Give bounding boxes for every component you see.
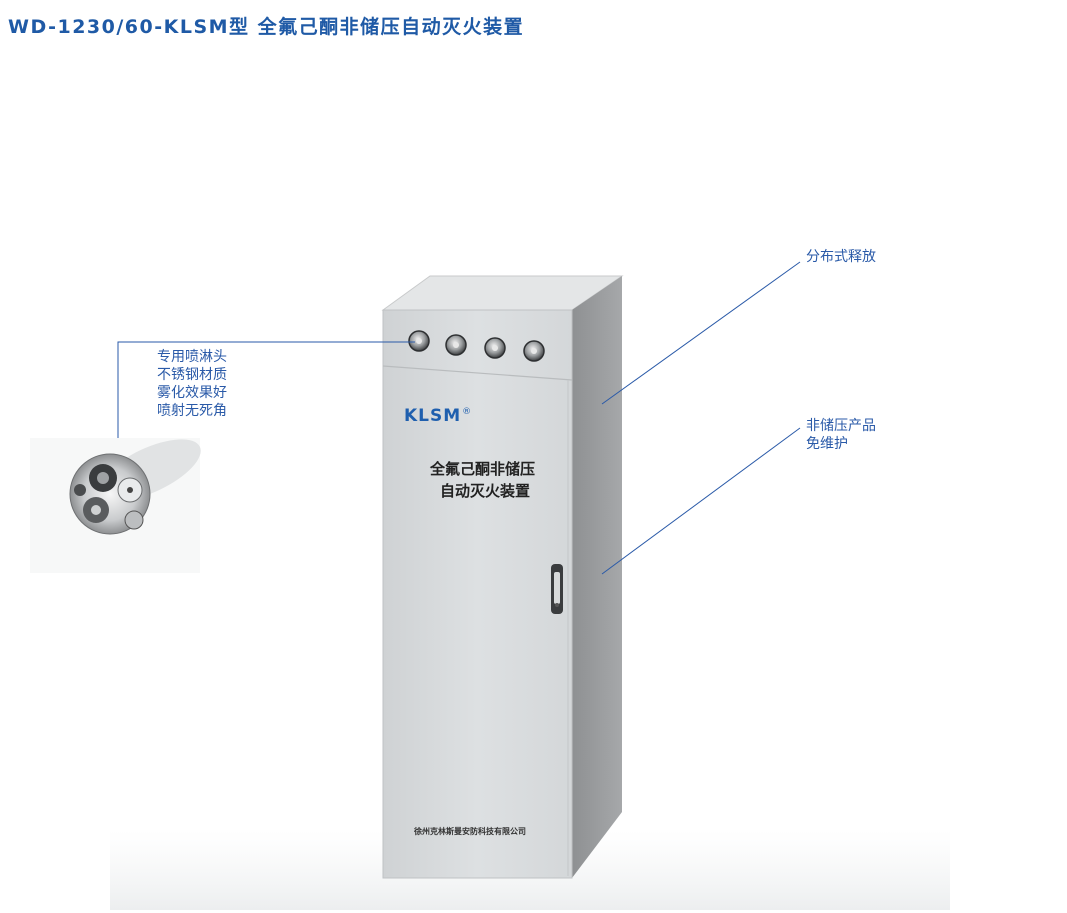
cabinet-nozzle bbox=[445, 334, 467, 356]
cabinet-nozzle bbox=[523, 340, 545, 362]
cabinet-side bbox=[572, 276, 622, 878]
cabinet-company-name: 徐州克林斯曼安防科技有限公司 bbox=[414, 827, 526, 836]
callout-nozzle-line3: 雾化效果好 bbox=[157, 385, 227, 401]
callout-release: 分布式释放 bbox=[806, 248, 876, 266]
cabinet-product-name-line1: 全氟己酮非储压 bbox=[430, 460, 536, 478]
callout-release-line1: 分布式释放 bbox=[806, 249, 876, 265]
cabinet-panel-seam bbox=[382, 365, 573, 381]
callout-nozzle-line4: 喷射无死角 bbox=[157, 403, 227, 419]
cabinet-brand-text: KLSM bbox=[404, 406, 462, 426]
cabinet-product-name-line2: 自动灭火装置 bbox=[440, 482, 531, 500]
callout-nonpressure-line2: 免维护 bbox=[806, 436, 848, 452]
callout-line-nonpressure bbox=[601, 427, 801, 575]
callout-nonpressure: 非储压产品 免维护 bbox=[806, 417, 876, 453]
registered-mark: ® bbox=[462, 407, 473, 418]
page-title: WD-1230/60-KLSM型 全氟己酮非储压自动灭火装置 bbox=[8, 16, 525, 38]
cabinet-nozzle bbox=[408, 330, 430, 352]
cabinet-front bbox=[382, 309, 573, 879]
callout-line-nozzle bbox=[117, 341, 415, 438]
nozzle-closeup-image bbox=[30, 438, 201, 573]
callout-line-release bbox=[601, 261, 801, 405]
cabinet-door-handle bbox=[551, 564, 563, 614]
callout-nozzle: 专用喷淋头 不锈钢材质 雾化效果好 喷射无死角 bbox=[157, 348, 227, 420]
callout-nozzle-line1: 专用喷淋头 bbox=[157, 349, 227, 365]
cabinet-brand-logo: KLSM® bbox=[404, 406, 472, 426]
callout-nonpressure-line1: 非储压产品 bbox=[806, 418, 876, 434]
cabinet-nozzle bbox=[484, 337, 506, 359]
callout-nozzle-line2: 不锈钢材质 bbox=[157, 367, 227, 383]
